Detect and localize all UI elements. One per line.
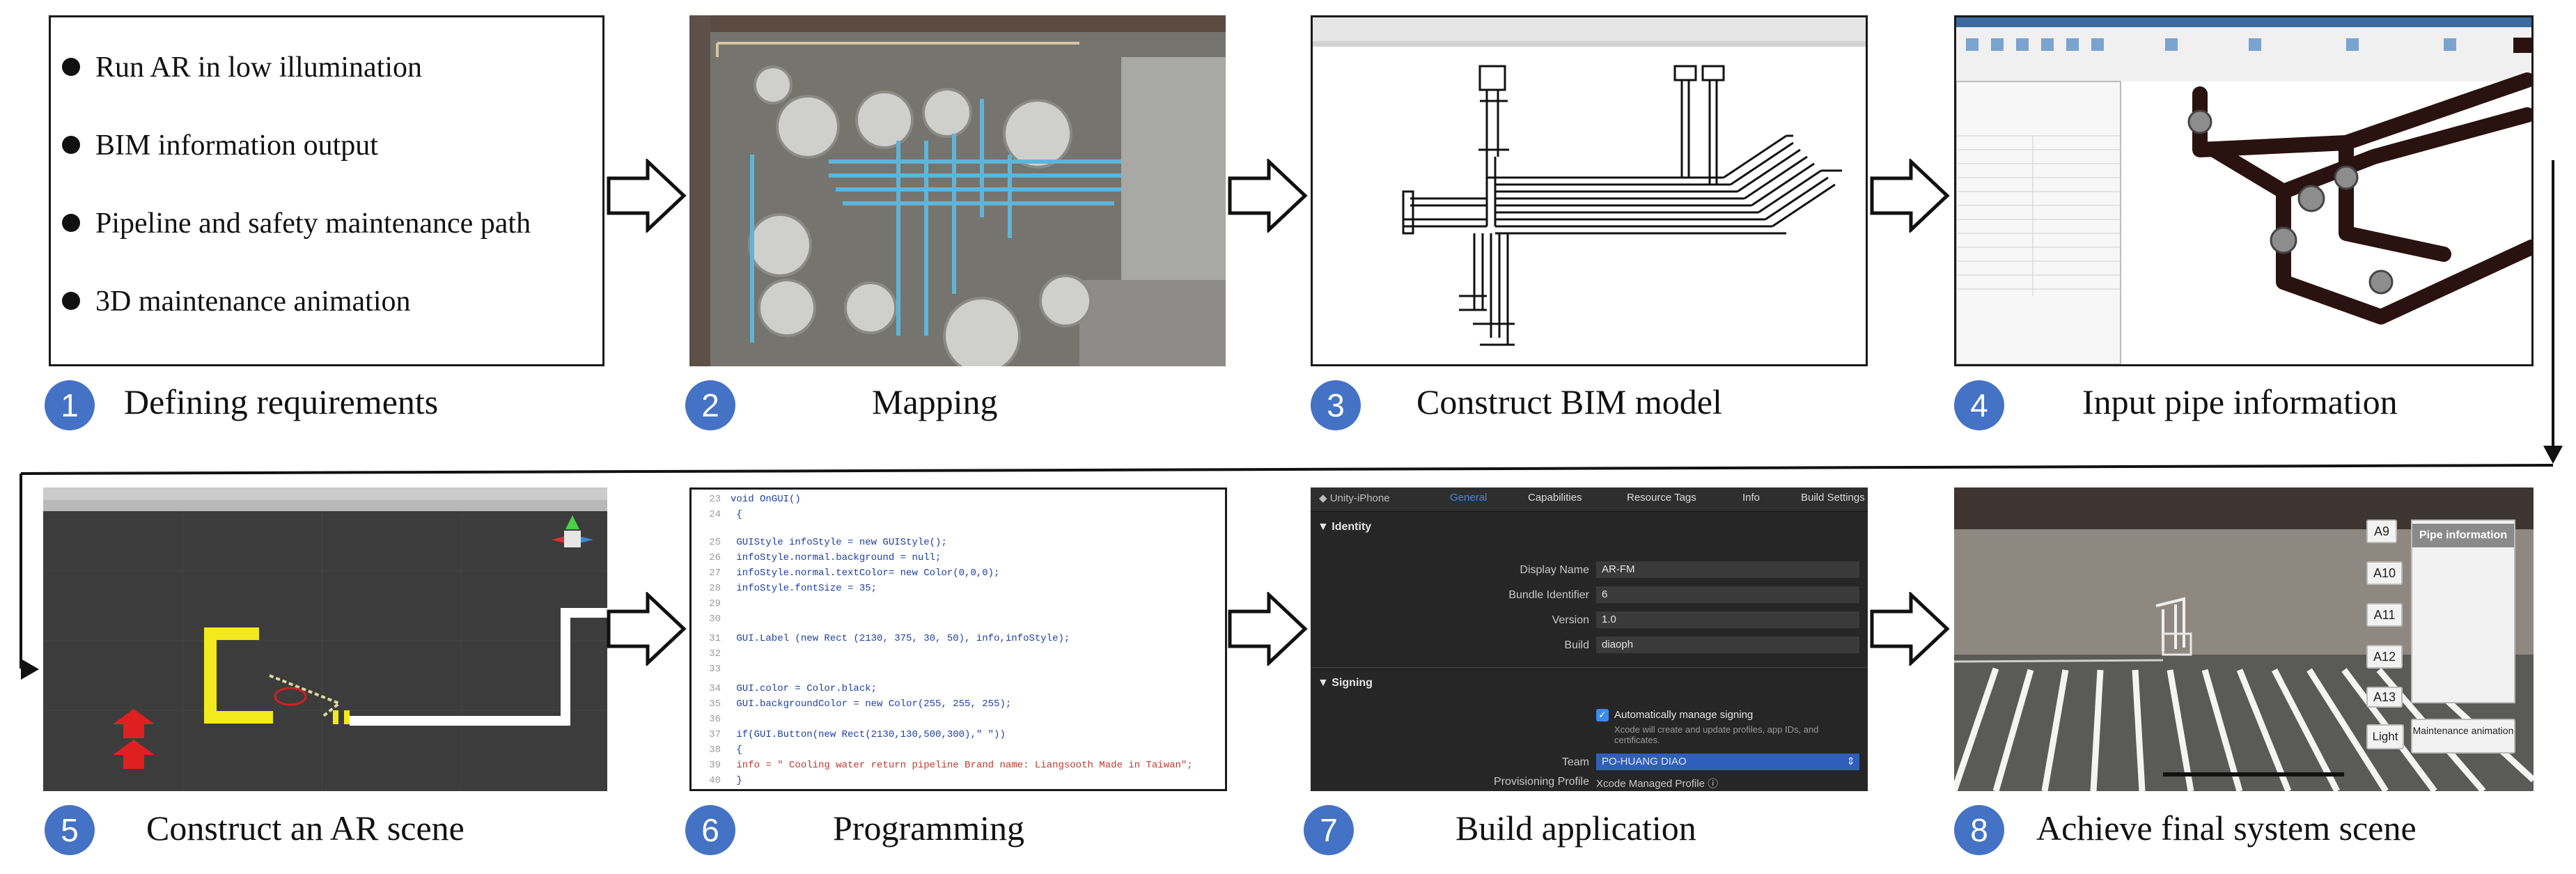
maintenance-animation-button[interactable]: Maintenance animation	[2411, 719, 2515, 754]
requirement-item: BIM information output	[62, 129, 378, 162]
light-button[interactable]: Light	[2366, 724, 2404, 749]
pipe-information-title: Pipe information	[2412, 524, 2514, 547]
step-badge: 2	[685, 380, 735, 430]
build-field[interactable]: diaoph	[1596, 637, 1859, 653]
code-line: 37 if(GUI.Button(new Rect(2130,130,500,3…	[709, 729, 1006, 740]
disclosure-triangle-icon: ▼	[1318, 521, 1332, 533]
pipe-label-a13[interactable]: A13	[2366, 687, 2403, 708]
section-divider	[1311, 667, 1868, 668]
display-name-field[interactable]: AR-FM	[1596, 561, 1859, 578]
flow-arrow-icon	[1228, 159, 1308, 233]
code-line: 25 GUIStyle infoStyle = new GUIStyle();	[709, 537, 947, 548]
unity-scene-view	[43, 487, 607, 791]
field-label: Build	[1564, 639, 1589, 651]
code-line: 27 infoStyle.normal.textColor= new Color…	[709, 568, 1000, 579]
target-icon: ◆	[1319, 492, 1330, 504]
step-badge: 1	[45, 380, 95, 430]
step-caption: Defining requirements	[124, 382, 439, 421]
info-icon[interactable]: ⓘ	[1708, 778, 1719, 790]
step-badge: 8	[1954, 805, 2004, 855]
field-label: Version	[1552, 614, 1589, 626]
step-caption: Achieve final system scene	[2036, 809, 2417, 848]
tab-resource-tags[interactable]: Resource Tags	[1627, 492, 1696, 504]
pipe-label-a10[interactable]: A10	[2366, 561, 2403, 585]
requirement-item: 3D maintenance animation	[62, 285, 411, 318]
flow-arrow-icon	[607, 159, 687, 233]
pipe-label-a11[interactable]: A11	[2366, 603, 2403, 627]
disclosure-triangle-icon: ▼	[1318, 677, 1332, 689]
requirements-box: Run AR in low illumination BIM informati…	[49, 15, 604, 366]
flow-arrow-icon	[607, 592, 687, 666]
flow-arrow-icon	[1870, 592, 1950, 666]
field-label: Bundle Identifier	[1508, 589, 1589, 601]
step-badge: 7	[1304, 805, 1354, 855]
xcode-build-screenshot: ◆ Unity-iPhone General Capabilities Reso…	[1311, 487, 1868, 791]
checkmark-icon: ✓	[1598, 710, 1607, 721]
code-line: 39 info = " Cooling water return pipelin…	[709, 760, 1193, 771]
code-line: 32	[709, 648, 721, 660]
tab-general[interactable]: General	[1450, 492, 1488, 504]
pipe-label-a12[interactable]: A12	[2366, 645, 2403, 669]
code-line: 36	[709, 714, 721, 725]
step-caption: Input pipe information	[2082, 382, 2398, 421]
auto-signing-checkbox[interactable]: ✓	[1596, 709, 1609, 721]
step-badge: 5	[45, 805, 95, 855]
bim-model-screenshot	[1311, 15, 1868, 366]
step-caption: Programming	[833, 809, 1024, 848]
bim-pipe-drawing	[1313, 17, 1866, 346]
step-caption: Mapping	[872, 382, 998, 421]
step-badge: 4	[1954, 380, 2004, 430]
identity-section-header[interactable]: ▼ Identity	[1318, 521, 1372, 533]
version-field[interactable]: 1.0	[1596, 611, 1859, 628]
step-caption: Build application	[1455, 809, 1696, 848]
step-caption: Construct BIM model	[1416, 382, 1722, 421]
tab-capabilities[interactable]: Capabilities	[1528, 492, 1582, 504]
code-line: 33	[709, 664, 721, 675]
step-badge: 3	[1311, 380, 1361, 430]
code-line: 35 GUI.backgroundColor = new Color(255, …	[709, 699, 1012, 710]
requirement-item: Pipeline and safety maintenance path	[62, 207, 531, 240]
code-line: 34 GUI.color = Color.black;	[709, 683, 877, 694]
final-ar-scene-screenshot: A9 A10 A11 A12 A13 Pipe information Ligh…	[1954, 487, 2534, 791]
revit-pipe-view	[1956, 17, 2531, 364]
code-line: 26 infoStyle.normal.background = null;	[709, 552, 942, 563]
unity-ar-scene-screenshot	[43, 487, 607, 791]
requirement-item: Run AR in low illumination	[62, 51, 422, 84]
bundle-identifier-field[interactable]: 6	[1596, 586, 1859, 603]
field-label: Display Name	[1520, 564, 1589, 576]
provisioning-profile-value: Xcode Managed Profile ⓘ	[1596, 778, 1719, 790]
popup-arrows-icon: ⇕	[1846, 756, 1855, 767]
xcode-toolbar	[1311, 487, 1868, 512]
field-label: Provisioning Profile	[1494, 776, 1589, 788]
step-badge: 6	[685, 805, 735, 855]
code-line: 30	[709, 614, 721, 625]
code-line: 29	[709, 598, 721, 609]
signing-section-header[interactable]: ▼ Signing	[1318, 677, 1373, 689]
field-label: Team	[1561, 756, 1589, 768]
auto-signing-label: Automatically manage signing	[1614, 709, 1754, 721]
flow-arrow-icon	[1228, 592, 1308, 666]
pipe-information-panel: Pipe information	[2411, 520, 2515, 703]
xcode-target-selector[interactable]: ◆ Unity-iPhone	[1319, 492, 1390, 504]
flow-arrow-icon	[1870, 159, 1950, 233]
code-line: 31 GUI.Label (new Rect (2130, 375, 30, 5…	[709, 633, 1070, 644]
mapping-aerial-image	[689, 15, 1226, 366]
pipe-label-a9[interactable]: A9	[2366, 520, 2397, 543]
team-select[interactable]: PO-HUANG DIAO⇕	[1596, 754, 1859, 770]
step-caption: Construct an AR scene	[146, 809, 465, 848]
code-line: 28 infoStyle.fontSize = 35;	[709, 583, 877, 594]
code-line: 40 }	[709, 775, 742, 786]
pipe-information-screenshot	[1954, 15, 2534, 366]
code-line: 38 {	[709, 744, 742, 756]
tab-info[interactable]: Info	[1742, 492, 1761, 504]
tab-build-settings[interactable]: Build Settings	[1801, 492, 1865, 504]
aerial-photo-drawing	[689, 15, 1226, 366]
auto-signing-note: Xcode will create and update profiles, a…	[1614, 724, 1819, 745]
code-line: 24 {	[709, 509, 742, 520]
